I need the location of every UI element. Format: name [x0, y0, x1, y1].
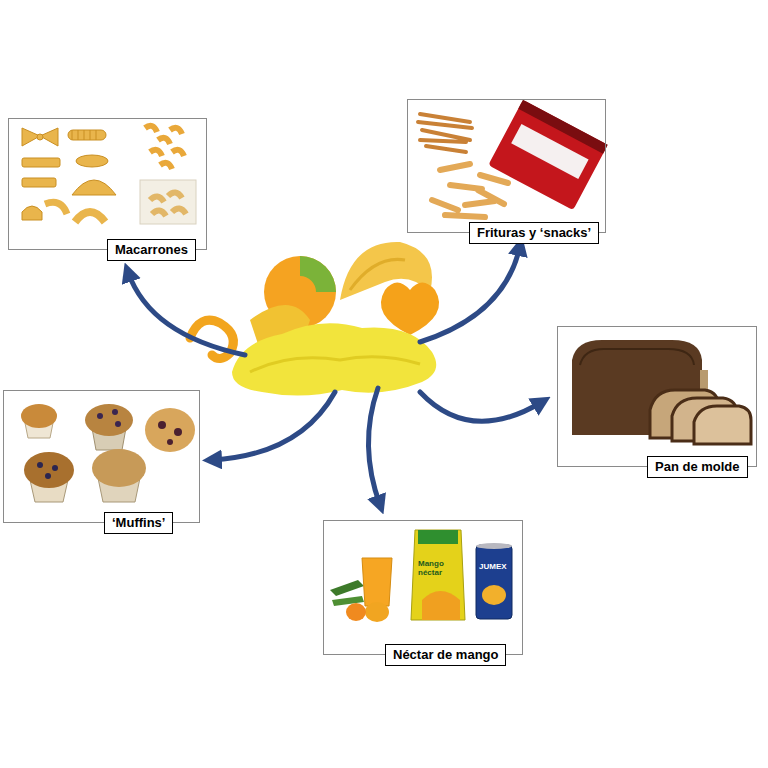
- product-label: Néctar de mango: [385, 644, 506, 666]
- product-panel: Macarrones: [8, 118, 207, 250]
- product-label: Macarrones: [107, 239, 196, 261]
- package-text: JUMEX: [479, 563, 507, 572]
- product-panel: Pan de molde: [557, 326, 757, 467]
- product-panel: Néctar de mango: [323, 520, 523, 655]
- product-label: Pan de molde: [647, 456, 748, 478]
- product-label: Frituras y ‘snacks’: [469, 222, 599, 244]
- product-label: ‘Muffins’: [104, 512, 173, 534]
- product-panel: ‘Muffins’: [3, 390, 200, 523]
- product-panel: Frituras y ‘snacks’: [407, 99, 606, 233]
- package-text: Mango néctar: [418, 560, 458, 578]
